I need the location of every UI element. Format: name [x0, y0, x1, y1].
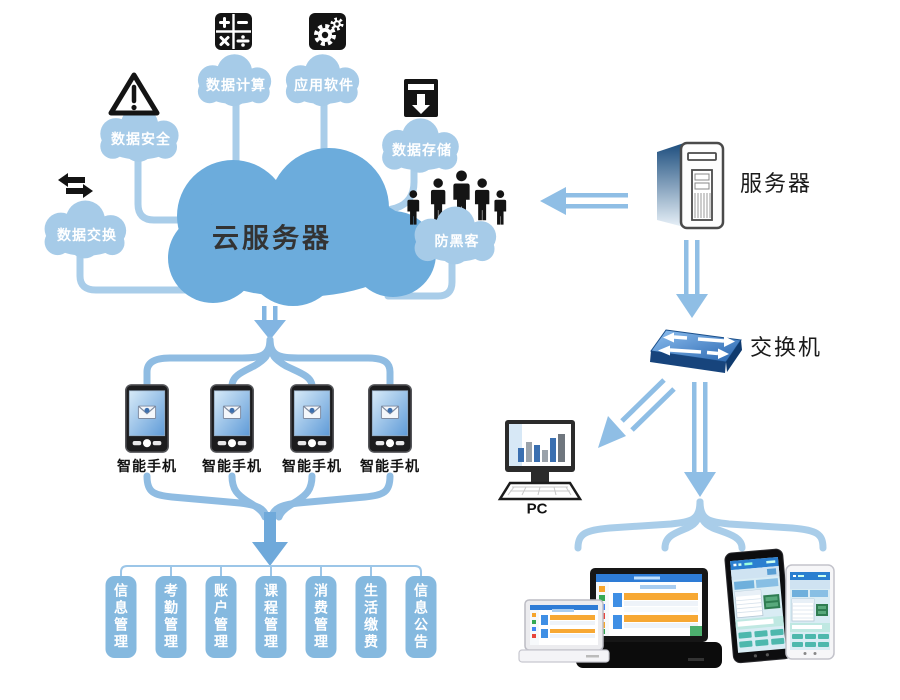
phone-merge-branches — [143, 472, 394, 521]
cloud-phone-branches — [143, 336, 394, 390]
cloud-app-software — [285, 54, 360, 107]
switch-to-pc-arrow — [598, 378, 676, 448]
download-icon — [404, 79, 438, 117]
module-boxes — [105, 576, 437, 658]
cloud-data-storage — [382, 118, 459, 173]
cloud-connectors — [76, 96, 456, 300]
module-distribution-line — [120, 565, 422, 576]
cloud-data-computing — [197, 54, 272, 107]
smartphone — [210, 384, 254, 453]
pc-icon — [497, 420, 583, 501]
laptop-small — [518, 599, 610, 663]
server-to-cloud-arrow — [540, 187, 628, 215]
central-cloud — [168, 148, 436, 306]
cloud-data-exchange — [44, 200, 127, 259]
gear-icon — [309, 13, 346, 50]
tablet-white — [785, 564, 835, 660]
cloud-to-phones-arrow — [254, 306, 286, 340]
switch-down-arrow — [684, 382, 716, 497]
smartphone-group — [125, 384, 412, 453]
laptop-large — [576, 568, 722, 668]
switch-terminal-branches — [574, 498, 827, 552]
smartphone — [290, 384, 334, 453]
server-icon — [657, 141, 725, 230]
calculator-icon — [215, 13, 252, 50]
phones-to-modules-arrow — [252, 512, 288, 566]
smartphone — [368, 384, 412, 453]
tablet-black — [724, 548, 792, 664]
exchange-arrows-icon — [58, 173, 93, 198]
server-to-switch-arrow — [676, 240, 708, 318]
warning-triangle-icon — [108, 72, 160, 116]
switch-icon — [650, 329, 742, 373]
smartphone — [125, 384, 169, 453]
